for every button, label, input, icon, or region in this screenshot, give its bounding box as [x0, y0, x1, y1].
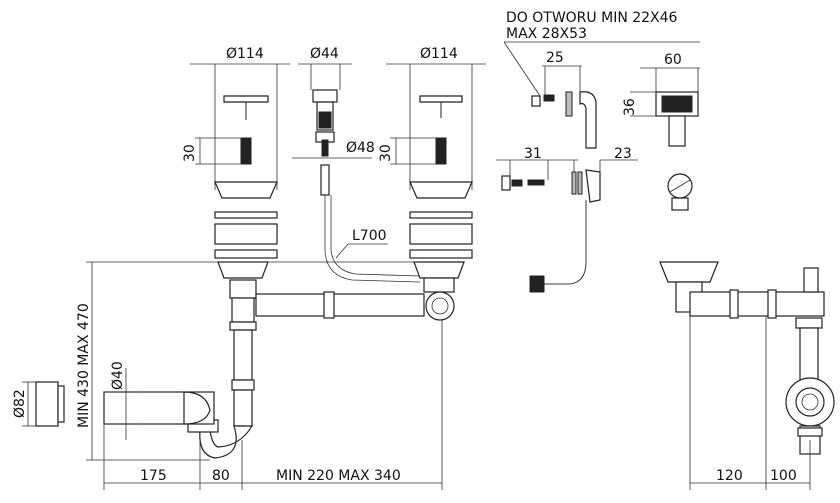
dim-w25: 25: [546, 50, 564, 66]
dim-l700: L700: [352, 228, 387, 244]
side-view: [659, 261, 835, 455]
dim-d44: Ø44: [310, 46, 339, 62]
dim-w80: 80: [212, 468, 230, 484]
dim-h30-left: 30: [182, 144, 198, 162]
dim-d48: Ø48: [346, 140, 375, 156]
right-strainer-detail: [386, 63, 486, 259]
dim-width-range: MIN 220 MAX 340: [276, 468, 401, 484]
note-line-2: MAX 28X53: [506, 26, 587, 42]
dim-d82: Ø82: [12, 389, 28, 418]
siphon-assembly: [35, 261, 465, 459]
dim-w175: 175: [140, 468, 167, 484]
dim-height-range: MIN 430 MAX 470: [76, 303, 92, 428]
overflow-parts-detail: [496, 41, 700, 293]
dim-d40: Ø40: [110, 361, 126, 390]
dim-w100: 100: [770, 468, 797, 484]
left-strainer-detail: [190, 63, 290, 259]
dimension-lines: [22, 243, 811, 490]
dim-h30-right: 30: [378, 144, 394, 162]
overflow-valve-detail: [292, 63, 421, 283]
dim-w23: 23: [614, 146, 632, 162]
dim-h36: 36: [622, 98, 638, 116]
dim-w31: 31: [524, 146, 542, 162]
dim-w60: 60: [664, 52, 682, 68]
dim-d114-right: Ø114: [420, 46, 458, 62]
dim-d114-left: Ø114: [226, 46, 264, 62]
note-line-1: DO OTWORU MIN 22X46: [506, 10, 678, 26]
dim-w120: 120: [716, 468, 743, 484]
